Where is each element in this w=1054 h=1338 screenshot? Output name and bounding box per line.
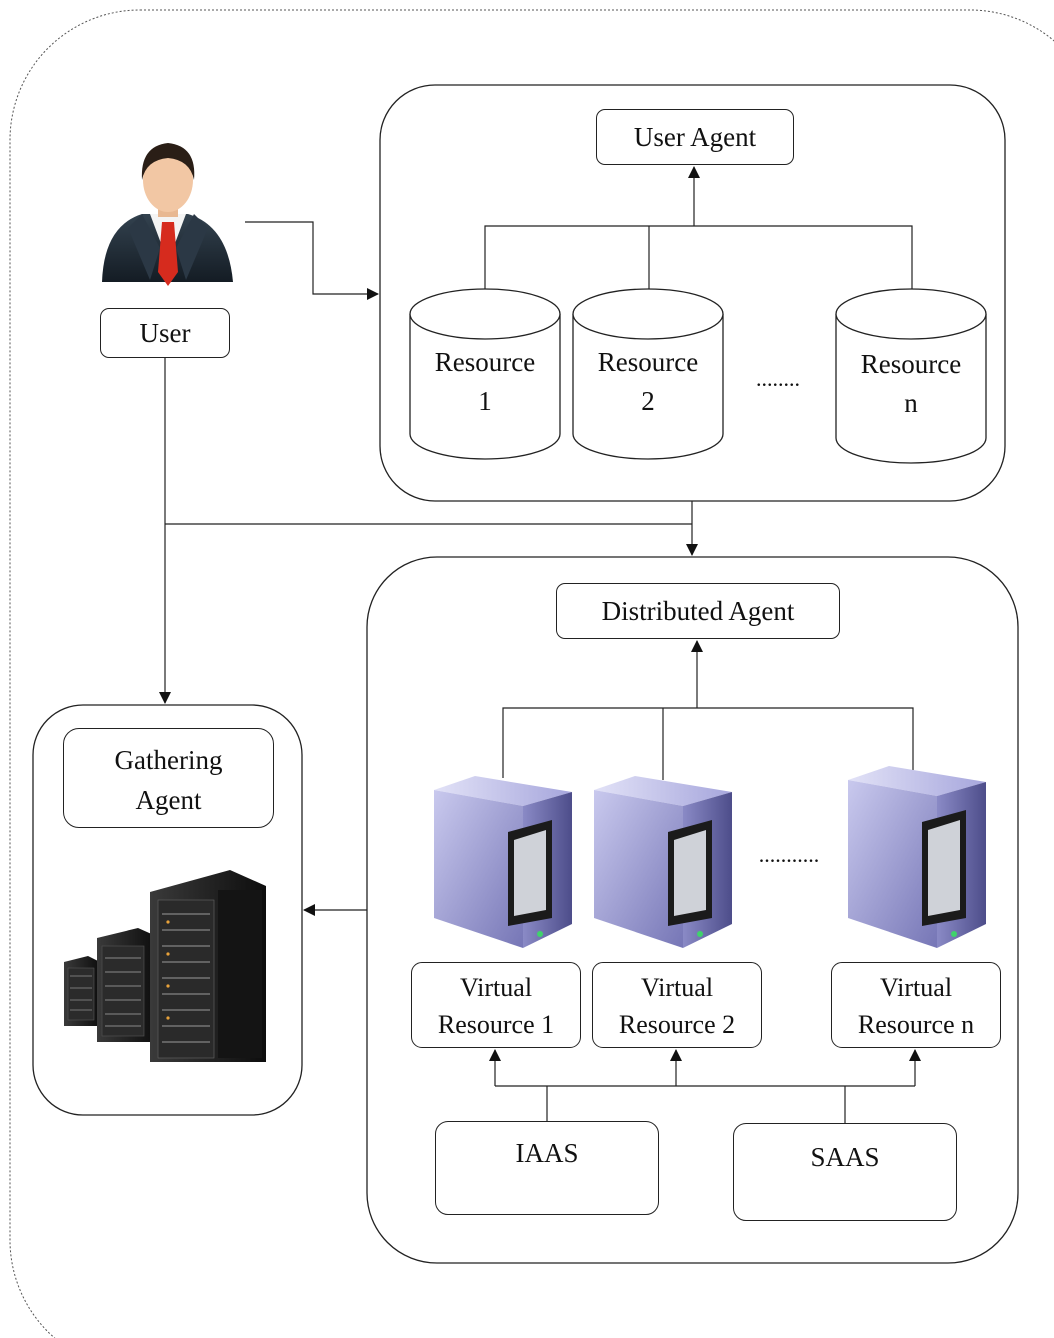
virtual-resource-2-line1: Virtual <box>640 973 714 1002</box>
server-rack-icon <box>64 870 266 1062</box>
user-avatar-icon <box>102 143 233 286</box>
iaas-label: IAAS <box>515 1138 579 1168</box>
database-cylinder-icon <box>572 288 724 460</box>
servers-to-distributed-agent-connector <box>502 707 914 778</box>
virtual-resource-1-line2: Resource 1 <box>437 1010 555 1039</box>
virtual-resource-n-line1: Virtual <box>879 973 953 1002</box>
gathering-agent-line1: Gathering <box>114 745 223 775</box>
virtual-resource-1-line1: Virtual <box>459 973 533 1002</box>
database-cylinder-icon <box>409 288 561 460</box>
iaas-box: IAAS <box>435 1121 659 1215</box>
virtual-resource-n-box: Virtual Resource n <box>831 962 1001 1048</box>
saas-label: SAAS <box>810 1142 880 1172</box>
server-tower-icon <box>434 776 572 948</box>
server-tower-icon <box>594 776 732 948</box>
resource-2-label-line1: Resource <box>597 347 699 377</box>
database-cylinder-icon <box>835 288 987 464</box>
gathering-agent-box: Gathering Agent <box>63 728 274 828</box>
user-label-box: User <box>100 308 230 358</box>
server-tower-icon <box>848 766 986 948</box>
resource-1-label-line1: Resource <box>434 347 536 377</box>
user-label: User <box>139 318 191 348</box>
resource-2-label-line2: 2 <box>641 386 655 416</box>
distributed-agent-box: Distributed Agent <box>556 583 840 639</box>
resource-n-label-line2: n <box>904 388 918 418</box>
resource-n-label-line1: Resource <box>860 349 962 379</box>
virtual-ellipsis: ........... <box>758 842 820 867</box>
user-to-resources-connector <box>245 221 379 300</box>
resource-1-label-line2: 1 <box>478 386 492 416</box>
gathering-agent-line2: Agent <box>135 785 202 815</box>
resources-to-user-agent-connector <box>484 225 913 290</box>
gathering-agent-container <box>32 704 303 1116</box>
connectors <box>159 166 921 1123</box>
saas-box: SAAS <box>733 1123 957 1221</box>
virtual-resource-2-box: Virtual Resource 2 <box>592 962 762 1048</box>
distributed-agent-label: Distributed Agent <box>601 596 795 626</box>
user-agent-box: User Agent <box>596 109 794 165</box>
resource-ellipsis: ........ <box>756 366 800 391</box>
virtual-resource-n-line2: Resource n <box>857 1010 975 1039</box>
virtual-resource-2-line2: Resource 2 <box>618 1010 736 1039</box>
user-agent-label: User Agent <box>633 122 757 152</box>
virtual-resource-1-box: Virtual Resource 1 <box>411 962 581 1048</box>
